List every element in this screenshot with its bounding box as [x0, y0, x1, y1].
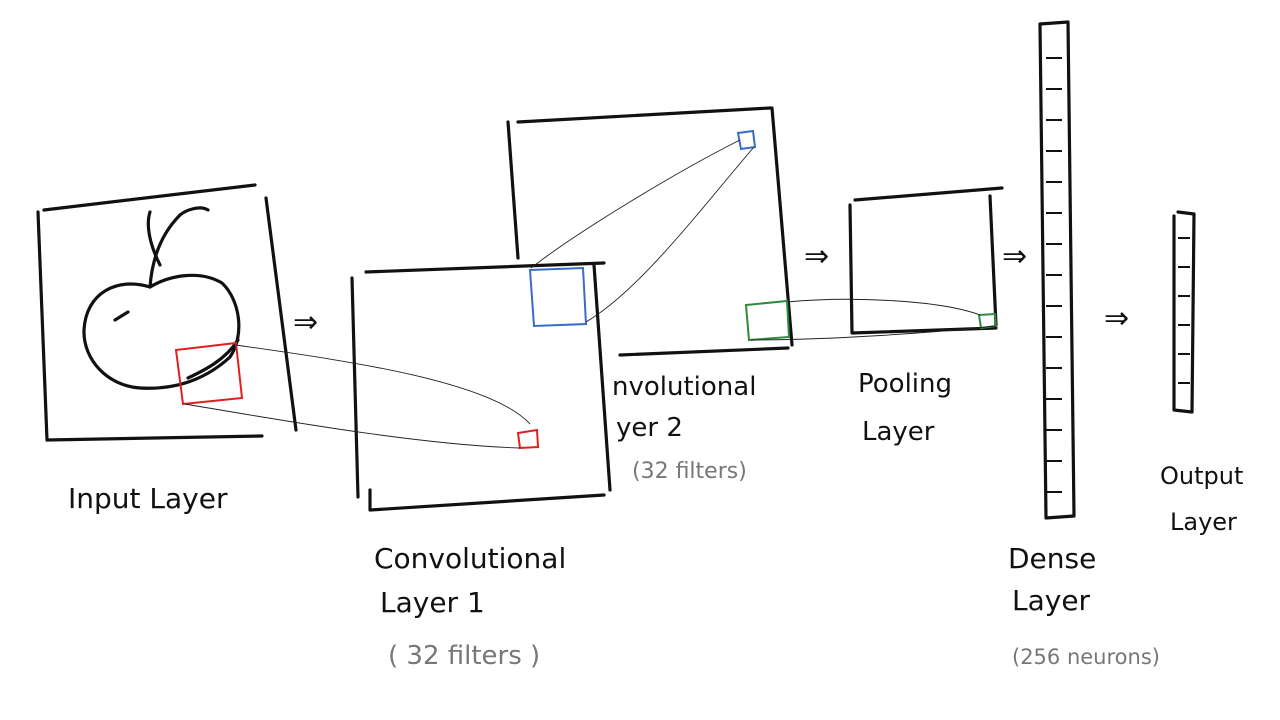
receptive-field-connections — [184, 139, 997, 449]
dense-label-line2: Layer — [1012, 584, 1091, 617]
dense-layer-frame — [1038, 20, 1076, 520]
conv2-output-patch-green — [744, 299, 791, 342]
input-layer-label: Input Layer — [68, 482, 228, 515]
conv1-label-line1: Convolutional — [374, 542, 566, 575]
conv2-label-line1: nvolutional — [612, 372, 756, 402]
dense-layer — [1038, 20, 1076, 520]
connection-conv1-to-conv2-bottom — [585, 146, 755, 323]
conv1-layer-frame — [350, 261, 612, 512]
output-label-line1: Output — [1160, 462, 1243, 490]
pooling-layer-frame — [848, 186, 1004, 335]
connection-conv1-to-conv2-top — [530, 139, 741, 269]
output-label-line2: Layer — [1170, 508, 1237, 536]
conv1-label-line2: Layer 1 — [380, 586, 485, 619]
output-layer-frame — [1172, 210, 1196, 414]
pooling-label-line2: Layer — [862, 417, 935, 447]
connection-conv2-to-pooling-bottom — [750, 325, 997, 341]
conv2-filters-note: (32 filters) — [632, 459, 747, 484]
input-layer — [36, 183, 298, 442]
dense-layer-neurons — [1046, 57, 1062, 493]
output-layer-neurons — [1178, 237, 1190, 384]
pooling-layer — [848, 186, 1004, 335]
conv2-input-patch-blue — [528, 266, 588, 328]
output-layer — [1172, 210, 1196, 414]
conv2-layer — [506, 106, 794, 357]
conv1-filters-note: ( 32 filters ) — [388, 641, 540, 671]
input-receptive-field-red — [174, 341, 244, 406]
arrow-pooling-to-dense: ⇒ — [1002, 239, 1027, 274]
connection-input-to-conv1-top — [235, 344, 531, 425]
connection-input-to-conv1-bottom — [184, 403, 521, 449]
conv1-layer — [350, 261, 612, 512]
conv2-output-unit-blue — [736, 129, 757, 151]
arrow-dense-to-output: ⇒ — [1104, 301, 1129, 336]
arrow-input-to-conv1: ⇒ — [293, 305, 318, 340]
dense-neurons-note: (256 neurons) — [1012, 645, 1160, 669]
input-layer-frame — [36, 183, 298, 442]
arrow-conv2-to-pooling: ⇒ — [804, 239, 829, 274]
apple-icon — [82, 206, 241, 390]
dense-label-line1: Dense — [1008, 542, 1096, 575]
pooling-label-line1: Pooling — [858, 369, 952, 399]
connection-conv2-to-pooling-top — [786, 298, 981, 316]
conv1-output-unit-red — [516, 428, 540, 450]
conv2-layer-frame — [506, 106, 794, 357]
conv2-label-line2: yer 2 — [616, 413, 683, 443]
